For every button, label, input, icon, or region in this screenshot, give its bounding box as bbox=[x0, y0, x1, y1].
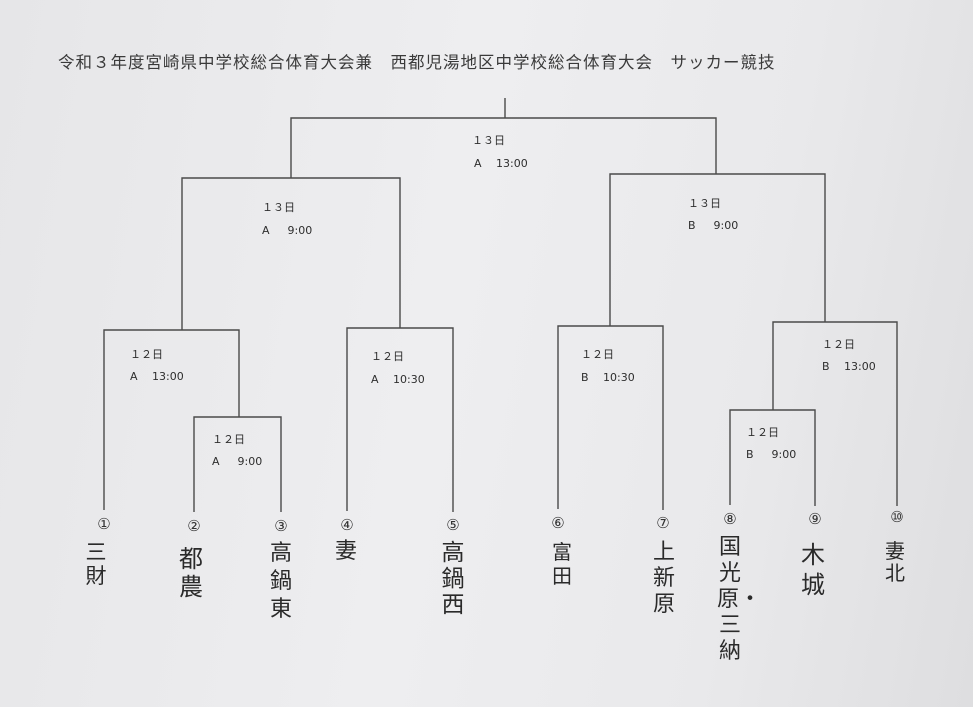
team-number: ⑧ bbox=[723, 510, 737, 528]
team-name: 妻 bbox=[334, 539, 357, 564]
match-final-day: １３日 bbox=[472, 134, 505, 147]
team-number: ② bbox=[187, 517, 201, 535]
team-name: 都農 bbox=[179, 545, 203, 601]
match-qf3-day: １２日 bbox=[581, 348, 614, 361]
team-name: 木城 bbox=[801, 541, 825, 599]
match-r1b-day: １２日 bbox=[746, 426, 779, 439]
team-number: ⑨ bbox=[808, 510, 822, 528]
team-number: ⑤ bbox=[446, 516, 460, 534]
team-name: 富田 bbox=[552, 540, 572, 588]
team-number: ⑩ bbox=[890, 508, 904, 526]
team-name: 高鍋西 bbox=[441, 540, 465, 618]
match-semi-left-day: １３日 bbox=[262, 201, 295, 214]
team-name: 高鍋東 bbox=[269, 541, 292, 622]
match-r1a-day: １２日 bbox=[212, 433, 245, 446]
bracket-line-qf4 bbox=[772, 321, 898, 506]
match-semi-right-time: B 9:00 bbox=[688, 219, 739, 232]
team-name: 三財 bbox=[85, 540, 107, 588]
bracket-line-r1-b bbox=[729, 409, 816, 506]
match-r1a-time: A 9:00 bbox=[212, 455, 263, 468]
team-number: ③ bbox=[274, 517, 288, 535]
match-qf3-time: B 10:30 bbox=[581, 371, 635, 384]
match-final-time: A 13:00 bbox=[474, 157, 528, 170]
match-r1b-time: B 9:00 bbox=[746, 448, 797, 461]
team-name: 上新原 bbox=[652, 540, 675, 617]
team-name: 国光原・三納 bbox=[717, 535, 762, 664]
team-name: 妻北 bbox=[885, 539, 905, 585]
team-number: ⑥ bbox=[551, 514, 565, 532]
match-qf4-day: １２日 bbox=[822, 338, 855, 351]
bracket-line-qf3 bbox=[557, 325, 664, 510]
match-semi-left-time: A 9:00 bbox=[262, 224, 313, 237]
match-qf1-time: A 13:00 bbox=[130, 370, 184, 383]
match-qf4-time: B 13:00 bbox=[822, 360, 876, 373]
page-title: 令和３年度宮崎県中学校総合体育大会兼 西都児湯地区中学校総合体育大会 サッカー競… bbox=[58, 53, 776, 72]
team-number: ⑦ bbox=[656, 514, 670, 532]
bracket-line-qf1 bbox=[103, 329, 240, 510]
team-number: ① bbox=[97, 515, 111, 533]
match-qf1-day: １２日 bbox=[130, 348, 163, 361]
bracket-line-final bbox=[290, 117, 717, 178]
match-qf2-day: １２日 bbox=[371, 350, 404, 363]
match-qf2-time: A 10:30 bbox=[371, 373, 425, 386]
bracket-line-semi-left bbox=[181, 177, 401, 330]
team-number: ④ bbox=[340, 516, 354, 534]
match-semi-right-day: １３日 bbox=[688, 197, 721, 210]
bracket-line-qf2 bbox=[346, 327, 454, 512]
bracket-line-semi-right bbox=[609, 173, 826, 326]
bracket-line-r1-a bbox=[193, 416, 282, 512]
